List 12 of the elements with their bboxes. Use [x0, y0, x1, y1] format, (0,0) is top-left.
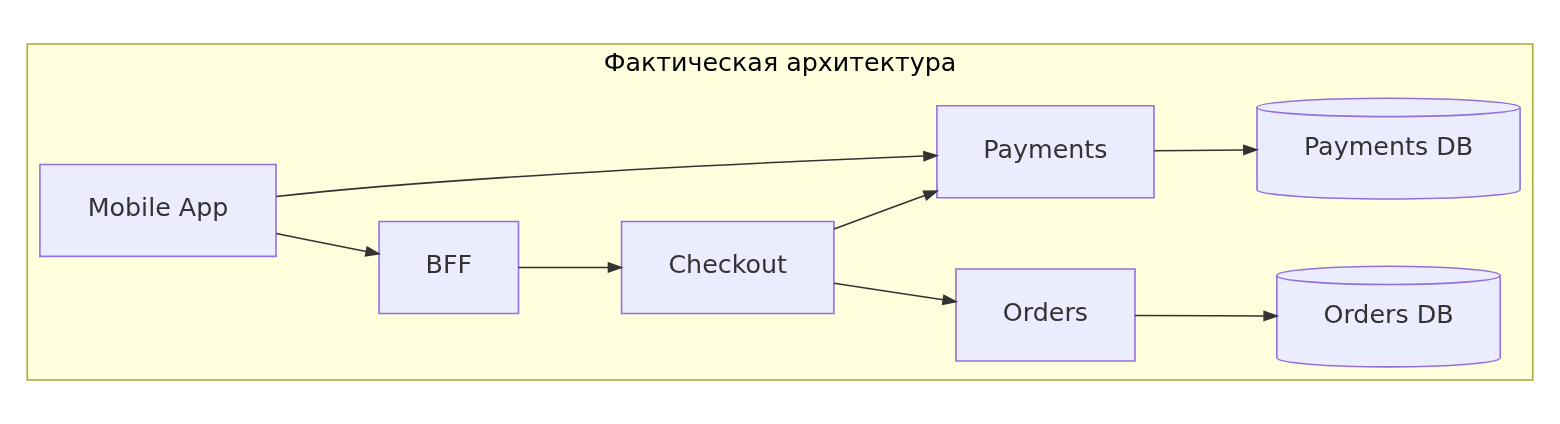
arrow [833, 190, 940, 230]
arrow [275, 150, 940, 198]
arrow [517, 261, 624, 273]
arrow [833, 282, 959, 306]
arrow [275, 232, 382, 257]
node-box: BFF [378, 220, 520, 315]
node-box: Checkout [620, 220, 835, 315]
node-box: Mobile App [39, 163, 277, 258]
node-box: Orders [955, 268, 1136, 362]
arrow [1153, 144, 1259, 156]
node-box: Payments [936, 105, 1155, 199]
arrow [1134, 310, 1280, 322]
